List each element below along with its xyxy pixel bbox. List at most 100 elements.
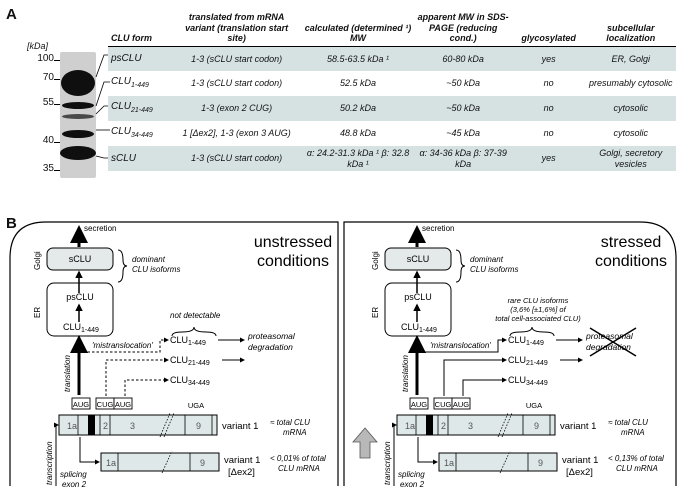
clu-1-449-cytosol: CLU1-449 (508, 335, 544, 347)
marker-35: 35 (42, 163, 54, 174)
table-row: psCLU 1-3 (sCLU start codon) 58.5-63.5 k… (108, 46, 676, 71)
variant1-label: variant 1 (222, 421, 258, 432)
translation-label: translation (401, 355, 410, 392)
cell-loc: ER, Golgi (585, 46, 676, 71)
cell-form: CLU1-449 (108, 71, 172, 96)
approx-total-label: ≈ total CLU (608, 418, 648, 427)
header-calculated-mw: calculated (determined ¹) MW (301, 6, 415, 47)
splicing-exon2-label: exon 2 (400, 480, 425, 489)
dex2-fraction-label: CLU mRNA (278, 464, 320, 473)
exon-9-label: 9 (200, 458, 205, 468)
cell-apparent: ~50 kDa (446, 78, 481, 89)
clu-34-449-cytosol: CLU34-449 (508, 375, 548, 387)
cell-calc: 50.2 kDa (301, 96, 415, 121)
rare-isoforms-label: total cell-associated CLU) (495, 314, 581, 323)
table-row: sCLU 1-3 (sCLU start codon) α: 24.2-31.3… (108, 146, 676, 171)
transcription-arrow (54, 422, 59, 486)
mrna-variant1-dex2-bar (100, 452, 220, 472)
marker-40: 40 (42, 135, 54, 146)
header-apparent-mw: apparent MW in SDS-PAGE (reducing cond.) (414, 6, 512, 47)
cell-variant: 1 [Δex2], 1-3 (exon 3 AUG) (182, 128, 291, 139)
western-blot-lane (60, 52, 96, 178)
cross-out-line (589, 327, 637, 357)
cell-calc: 52.5 kDa (340, 78, 377, 89)
form-name: psCLU (111, 53, 142, 64)
condition-title: unstressed (254, 234, 332, 251)
sclu-label: sCLU (407, 254, 430, 264)
clu-34-449-cytosol: CLU34-449 (170, 375, 210, 387)
uga-codon-label: UGA (188, 401, 204, 410)
cell-calc: 48.8 kDa (340, 128, 377, 139)
golgi-box (384, 247, 452, 271)
cell-variant: 1-3 (exon 2 CUG) (171, 96, 302, 121)
clu-21-449-cytosol-text: CLU (170, 355, 188, 365)
condition-title: conditions (257, 253, 329, 270)
marker-tick (54, 79, 60, 80)
dominant-label: dominant (470, 255, 504, 264)
cell-apparent: α: 34-36 kDa β: 37-39 kDa (414, 146, 512, 171)
cug-codon-box-label: CUG (435, 400, 452, 409)
exon-9-label: 9 (534, 421, 539, 431)
cell-loc: cytosolic (613, 128, 649, 139)
exon-1a-label: 1a (405, 421, 415, 431)
cell-loc: cytosolic (585, 96, 676, 121)
kda-unit-label: [kDa] (27, 41, 49, 51)
cug-codon-box-label: CUG (97, 400, 114, 409)
cell-calc: 58.5-63.5 kDa ¹ (301, 46, 415, 71)
marker-tick (54, 142, 60, 143)
psclu-label: psCLU (66, 292, 94, 302)
exon1-black-block (426, 415, 433, 435)
clu-1-449-er-text: CLU (63, 322, 81, 332)
aug-exon3-translation-arrow (124, 377, 169, 396)
mrna-label: mRNA (283, 428, 307, 437)
table-row: CLU34-449 1 [Δex2], 1-3 (exon 3 AUG) 48.… (108, 121, 676, 146)
clu-1-449-cytosol: CLU1-449 (170, 335, 206, 347)
cell-calc: α: 24.2-31.3 kDa ¹ β: 32.8 kDa ¹ (301, 146, 415, 171)
er-label: ER (33, 307, 42, 318)
blot-band-clu-1-449 (62, 102, 94, 109)
mistranslocation-arrow (83, 337, 169, 353)
cell-variant: 1-3 (sCLU start codon) (191, 78, 283, 89)
marker-tick (54, 60, 60, 61)
degradation-label: degradation (248, 342, 293, 352)
exon-gap-mark (497, 412, 509, 438)
mistranslocation-label: 'mistranslocation' (92, 341, 153, 350)
mistranslocation-label: 'mistranslocation' (430, 341, 491, 350)
exon-1a-label: 1a (444, 458, 454, 468)
marker-100: 100 (37, 53, 54, 64)
clu-1-449-cytosol-text: CLU (170, 335, 188, 345)
cell-form: CLU21-449 (108, 96, 172, 121)
table-row: CLU1-449 1-3 (sCLU start codon) 52.5 kDa… (108, 71, 676, 96)
transcription-label: transcription (45, 441, 54, 485)
form-sub: 21-449 (131, 107, 153, 115)
aug-codon-box-label: AUG (73, 400, 89, 409)
cell-apparent: ~45 kDa (446, 128, 481, 139)
approx-total-label: ≈ total CLU (270, 418, 310, 427)
degradation-label: degradation (586, 342, 631, 352)
form-sub: 34-449 (131, 132, 153, 140)
variant1-label: variant 1 (560, 421, 596, 432)
exon-2-label: 2 (441, 421, 446, 431)
marker-tick (54, 104, 60, 105)
exon-gap-mark (163, 412, 175, 438)
exon-3-label: 3 (130, 421, 135, 431)
cell-form: sCLU (108, 146, 172, 171)
clu-21-449-cytosol: CLU21-449 (170, 355, 210, 367)
panel-b-label: B (6, 215, 17, 232)
cell-glyco: yes (511, 46, 586, 71)
splicing-label: splicing (398, 470, 425, 479)
stressed-panel: stressedconditionssecretionsCLUGolgipsCL… (352, 224, 667, 489)
mrna-variant1-bar (58, 414, 218, 436)
cug-translation-arrow (443, 357, 507, 396)
translation-label: translation (63, 355, 72, 392)
not-detectable-label: not detectable (170, 311, 221, 320)
aug-exon3-codon-box-label: AUG (453, 400, 469, 409)
form-name: CLU (111, 76, 132, 88)
aug-exon3-codon-box (451, 397, 471, 410)
transcription-label: transcription (383, 441, 392, 485)
secretion-label: secretion (84, 224, 116, 233)
clu-21-449-cytosol-sub: 21-449 (526, 360, 548, 367)
cell-glyco: no (543, 78, 554, 89)
exon-gap-mark (499, 450, 511, 474)
dominant-label: CLU isoforms (470, 265, 518, 274)
